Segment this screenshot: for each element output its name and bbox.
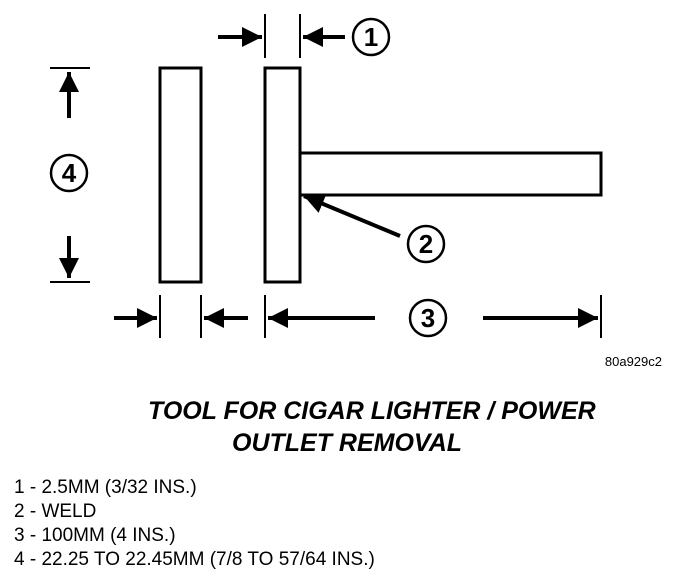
- callout-2: 2: [406, 224, 446, 264]
- dimension-3: [114, 295, 602, 338]
- legend-item: 4 - 22.25 TO 22.45MM (7/8 TO 57/64 INS.): [14, 549, 375, 570]
- figure-id: 80a929c2: [605, 354, 662, 369]
- callout-2-label: 2: [419, 229, 433, 259]
- callout-1: 1: [351, 17, 391, 57]
- title-line-2: OUTLET REMOVAL: [232, 429, 463, 457]
- callout-3: 3: [408, 298, 448, 338]
- dimension-4: [50, 67, 90, 283]
- callout-4-label: 4: [62, 158, 77, 188]
- legend: 1 - 2.5MM (3/32 INS.) 2 - WELD 3 - 100MM…: [14, 476, 375, 572]
- legend-item: 3 - 100MM (4 INS.): [14, 525, 176, 546]
- weld-leader: [303, 194, 401, 238]
- title-line-1: TOOL FOR CIGAR LIGHTER / POWER: [148, 397, 596, 425]
- reference-plate: [158, 66, 203, 284]
- callout-1-label: 1: [364, 22, 378, 52]
- tool-diagram: 1 2 3 4 80a929c2: [49, 14, 662, 369]
- legend-item: 1 - 2.5MM (3/32 INS.): [14, 477, 197, 498]
- callout-3-label: 3: [421, 303, 435, 333]
- dimension-1: [218, 14, 345, 58]
- callout-4: 4: [49, 153, 89, 193]
- tool-plate: [263, 66, 302, 284]
- legend-item: 2 - WELD: [14, 501, 97, 522]
- tool-handle: [298, 151, 603, 197]
